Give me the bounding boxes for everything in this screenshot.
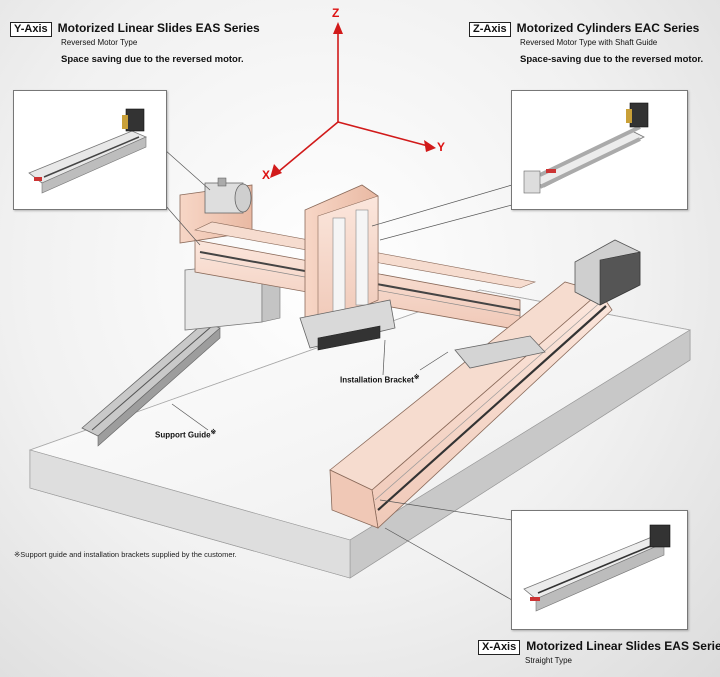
y-axis-title: Motorized Linear Slides [57,21,196,35]
y-axis-title-suffix: Series [220,21,260,35]
z-axis-product-photo [511,90,688,210]
footnote: ※Support guide and installation brackets… [14,550,237,559]
y-axis-tag: Y-Axis [10,22,52,37]
x-axis-product-photo [511,510,688,630]
z-axis-actuator [299,184,396,351]
x-axis-title-suffix: Series [692,639,720,653]
axis-label-z: Z [332,6,340,20]
axis-label-y: Y [437,140,446,154]
x-axis-series-name: EAS [664,639,689,653]
y-axis-description: Space saving due to the reversed motor. [61,54,244,65]
x-axis-actuator [329,239,641,529]
support-guide-callout: Support Guide※ [155,428,216,440]
support-guide-label: Support Guide [155,430,211,440]
x-axis-slide-image [523,524,671,612]
support-guide-asterisk: ※ [210,429,217,436]
leader-lines [164,149,513,601]
z-axis-header: Z-Axis Motorized Cylinders EAC Series Rev… [469,20,703,66]
z-axis-series-name: EAC [634,21,660,35]
y-axis-series-name: EAS [195,21,221,35]
x-axis-subtitle: Straight Type [525,656,572,665]
y-axis-header: Y-Axis Motorized Linear Slides EAS Series… [10,20,260,66]
installation-bracket-asterisk: ※ [413,374,420,381]
axis-triad [270,22,436,178]
installation-bracket-label: Installation Bracket [340,375,414,385]
support-guide [81,321,221,447]
x-axis-title: Motorized Linear Slides [526,639,665,653]
installation-bracket-callout: Installation Bracket※ [340,373,419,385]
z-axis-cylinder-image [523,102,649,194]
x-axis-tag: X-Axis [478,640,521,655]
z-axis-description: Space-saving due to the reversed motor. [520,54,704,65]
y-axis-slide-image [28,108,148,194]
y-axis-subtitle: Reversed Motor Type [61,38,138,47]
z-axis-subtitle: Reversed Motor Type with Shaft Guide [520,38,658,47]
axis-label-x: X [262,168,271,182]
z-axis-title: Motorized Cylinders [516,21,635,35]
z-axis-tag: Z-Axis [469,22,511,37]
y-axis-product-photo [13,90,167,210]
z-axis-title-suffix: Series [659,21,700,35]
x-axis-header: X-Axis Motorized Linear Slides EAS Series… [478,638,720,666]
